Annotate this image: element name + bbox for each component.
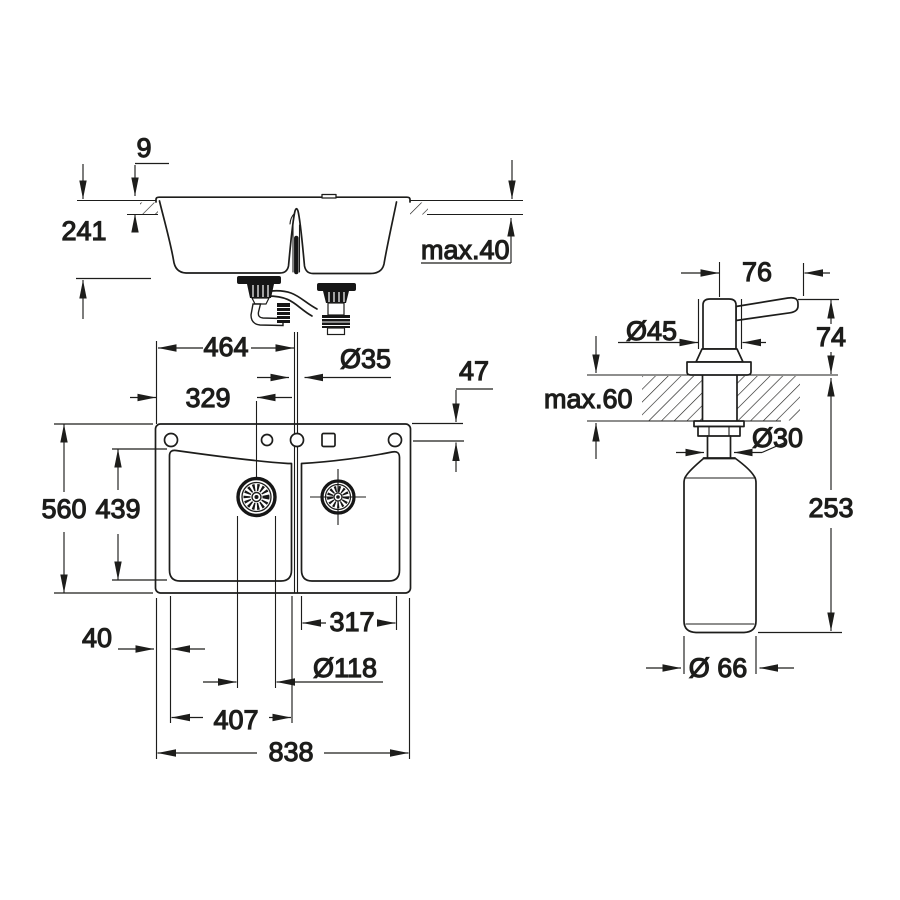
- dim-spout-reach-76: 76: [681, 256, 830, 296]
- pump-cylinder: [702, 298, 737, 350]
- dim-label-329: 329: [185, 383, 230, 413]
- dim-worktop-max60: max.60: [543, 336, 633, 459]
- dim-left-bowl-407: 407: [171, 596, 293, 736]
- dim-label-253: 253: [808, 493, 853, 523]
- connecting-hose: [267, 289, 318, 317]
- bottle: [683, 457, 757, 634]
- sink-side-view: 9 241 max.40: [61, 132, 523, 336]
- left-strainer: [236, 476, 277, 518]
- dim-height-74: 74: [798, 298, 847, 374]
- dim-inner-depth-439: 439: [95, 448, 167, 581]
- dim-bowl-depth: 241: [61, 164, 151, 319]
- sink-plan-view: 560 439 464 Ø35: [41, 331, 493, 768]
- worktop-hatch-right: [410, 202, 428, 215]
- dim-label-o45: Ø45: [626, 316, 677, 346]
- dim-label-76: 76: [742, 257, 772, 287]
- dim-head-dia-45: Ø45: [618, 299, 766, 349]
- dim-label-74: 74: [816, 322, 846, 352]
- dim-label-9: 9: [136, 133, 151, 163]
- dispenser-view: 76 Ø45 74 max.60: [543, 256, 854, 684]
- dim-tap-offset-47: 47: [412, 355, 493, 472]
- pump-spout: [735, 296, 799, 322]
- dim-rim-overlap: 9: [131, 132, 169, 233]
- tap-holes: [163, 432, 403, 448]
- drain-edge-extensions: [236, 516, 277, 688]
- dispenser-dimensions: 76 Ø45 74 max.60: [543, 256, 854, 684]
- dim-label-838: 838: [268, 737, 313, 767]
- plan-view-dimensions: 560 439 464 Ø35: [41, 331, 493, 768]
- right-strainer: [310, 469, 366, 525]
- sink-rim: [155, 196, 411, 203]
- dim-label-439: 439: [95, 494, 140, 524]
- dim-label-o118: Ø118: [313, 653, 377, 683]
- tap-hole-4: [387, 432, 403, 448]
- tap-hole-2: [260, 433, 274, 447]
- dim-label-o66: Ø 66: [689, 653, 748, 683]
- dim-label-o30: Ø30: [752, 423, 803, 453]
- dim-edge-to-tap-464: 464: [155, 331, 294, 424]
- worktop-section: [77, 199, 523, 216]
- faucet-shank: [289, 213, 301, 275]
- bowls: [168, 449, 401, 582]
- side-view-dimensions: 9 241 max.40: [61, 132, 516, 319]
- left-bowl: [168, 449, 293, 582]
- bowl-outline: [158, 200, 398, 275]
- suction-tube: [706, 435, 732, 459]
- dim-label-241: 241: [61, 216, 106, 246]
- overflow-tab: [321, 193, 337, 199]
- dim-label-407: 407: [213, 705, 258, 735]
- dim-edge-to-drain-329: 329: [130, 382, 292, 414]
- dim-label-464: 464: [203, 332, 248, 362]
- dim-bottle-dia-66: Ø 66: [646, 636, 794, 684]
- dim-worktop-max40: max.40: [420, 160, 516, 266]
- dim-edge-margin-40: 40: [81, 596, 205, 723]
- tap-hole-3: [289, 432, 305, 448]
- right-strainer-trap: [317, 283, 356, 336]
- dim-tap-hole-dia: Ø35: [257, 343, 392, 382]
- pump-base: [686, 361, 752, 376]
- dim-depth-560: 560: [41, 423, 153, 594]
- tap-hole-square: [321, 432, 336, 448]
- shank-mask: [702, 375, 737, 421]
- dim-below-length-253: 253: [758, 378, 854, 634]
- sink-profile: [155, 193, 411, 275]
- dim-drain-dia-118: Ø118: [203, 652, 383, 686]
- pump-flare: [695, 348, 744, 363]
- right-bowl: [300, 450, 401, 582]
- worktop-hatch-left: [140, 202, 158, 215]
- dim-label-max40: max.40: [421, 235, 510, 265]
- dim-right-bowl-317: 317: [300, 596, 398, 638]
- dim-label-47: 47: [459, 356, 489, 386]
- dim-shank-dia-30: Ø30: [676, 422, 804, 457]
- dim-label-560: 560: [41, 494, 86, 524]
- tap-hole-1: [163, 432, 179, 448]
- dim-label-317: 317: [329, 607, 374, 637]
- locknut: [697, 425, 741, 437]
- dim-label-40: 40: [82, 623, 112, 653]
- dispenser-body: [683, 296, 799, 634]
- dim-width-838: 838: [155, 598, 411, 768]
- sink-outer-rect: [154, 423, 412, 594]
- drain-assembly: [237, 276, 356, 336]
- dim-label-o35: Ø35: [340, 344, 391, 374]
- left-strainer-trap: [237, 276, 290, 327]
- dim-label-max60: max.60: [544, 384, 633, 414]
- shank: [701, 374, 738, 422]
- tap-centerline: [293, 332, 299, 593]
